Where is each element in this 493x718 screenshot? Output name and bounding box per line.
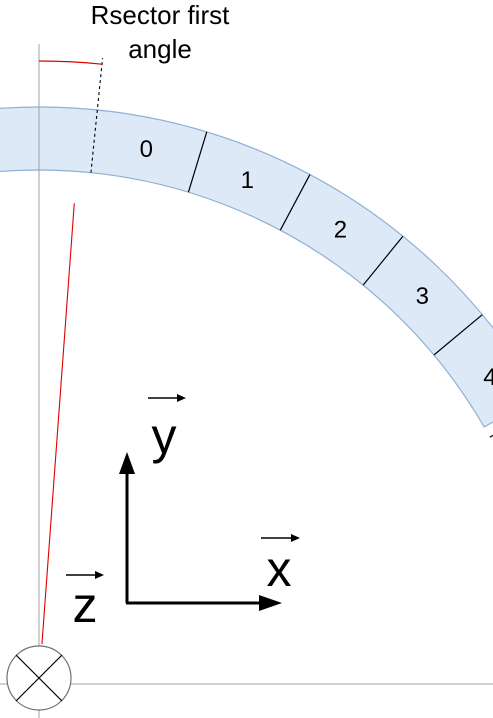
x-axis-arrowhead (259, 595, 282, 611)
z-axis-label: z (73, 577, 98, 633)
sector-dividers (187, 131, 493, 438)
x-axis-label-group: x (261, 534, 300, 597)
x-axis-label: x (267, 541, 292, 597)
z-axis-into-page-icon (6, 645, 72, 711)
sector-divider (362, 235, 404, 286)
annotation-line-2: angle (128, 34, 192, 64)
sector-label-2: 2 (334, 216, 347, 243)
sector-divider (433, 314, 483, 356)
coordinate-axes (119, 452, 282, 611)
sector-divider (187, 131, 208, 193)
z-axis-label-group: z (66, 571, 104, 633)
y-axis-label-group: y (148, 394, 186, 464)
first-angle-red-ray (41, 203, 75, 645)
annotation-line-1: Rsector first (91, 0, 230, 30)
sector-label-1: 1 (241, 167, 254, 194)
first-angle-dashed-line (90, 58, 104, 173)
sector-divider (279, 174, 311, 231)
sector-labels: 0 1 2 3 4 (140, 136, 493, 391)
first-angle-arc (38, 60, 103, 65)
detector-ring-band (0, 106, 493, 428)
y-axis-arrowhead (119, 452, 135, 474)
sector-label-3: 3 (416, 283, 429, 310)
sector-label-4: 4 (483, 364, 493, 391)
sector-label-0: 0 (140, 136, 153, 163)
y-axis-label: y (152, 408, 177, 464)
